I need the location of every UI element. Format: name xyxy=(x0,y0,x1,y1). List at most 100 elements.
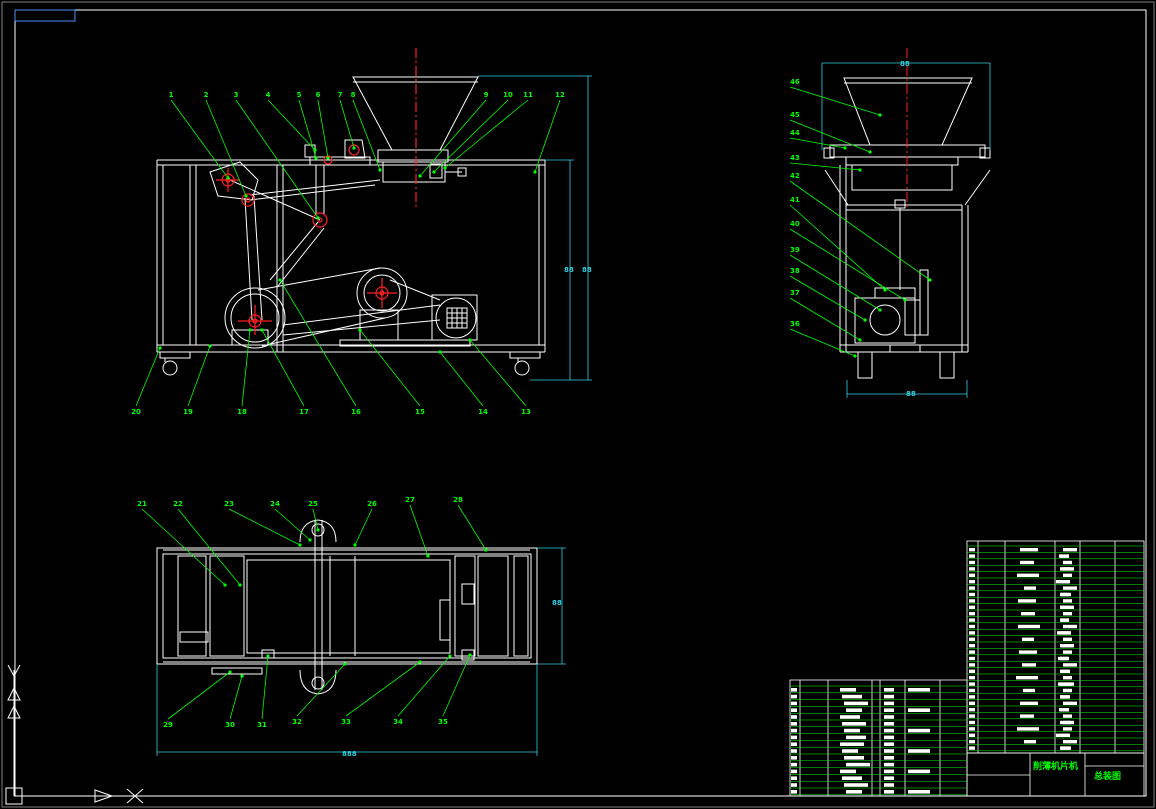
part-label-36: 36 xyxy=(790,320,800,328)
parts-cell-text xyxy=(1060,605,1074,609)
parts-cell-text xyxy=(791,715,797,719)
part-label-15: 15 xyxy=(415,408,425,416)
parts-cell-text xyxy=(791,694,797,699)
leader-line-34 xyxy=(397,655,451,717)
dim-top-height: 88 xyxy=(552,599,562,607)
parts-cell-text xyxy=(791,735,797,740)
leader-line-6 xyxy=(317,99,329,159)
leader-dot-13 xyxy=(468,338,472,342)
part-label-17: 17 xyxy=(299,408,309,416)
leader-line-3 xyxy=(235,99,319,219)
parts-cell-text xyxy=(844,701,868,706)
parts-cell-text xyxy=(884,735,894,740)
parts-list-rows xyxy=(790,545,1144,796)
parts-cell-text xyxy=(1018,599,1036,603)
dim-front-height-inner: 88 xyxy=(564,266,574,274)
leader-dot-20 xyxy=(158,346,162,350)
parts-cell-text xyxy=(969,592,975,597)
parts-cell-text xyxy=(969,656,975,661)
parts-cell-text xyxy=(969,720,975,725)
parts-cell-text xyxy=(791,742,797,746)
parts-cell-text xyxy=(969,624,975,629)
leader-line-21 xyxy=(141,508,226,586)
parts-cell-text xyxy=(969,599,975,603)
parts-cell-text xyxy=(884,749,894,753)
parts-cell-text xyxy=(1063,727,1072,731)
leader-dot-23 xyxy=(298,543,302,547)
parts-cell-text xyxy=(884,728,894,733)
leader-dot-19 xyxy=(208,344,212,348)
parts-cell-text xyxy=(1060,631,1069,635)
parts-cell-text xyxy=(791,722,797,726)
parts-cell-text xyxy=(791,776,797,780)
parts-cell-text xyxy=(908,769,930,774)
leader-dot-2 xyxy=(244,194,248,198)
part-label-5: 5 xyxy=(297,91,302,99)
leader-line-37 xyxy=(789,297,861,341)
parts-cell-text xyxy=(1020,560,1034,565)
leader-line-11 xyxy=(444,99,529,169)
parts-cell-text xyxy=(969,637,975,641)
part-label-8: 8 xyxy=(351,91,356,99)
leader-line-33 xyxy=(345,661,421,717)
parts-cell-text xyxy=(791,708,797,712)
part-label-18: 18 xyxy=(237,408,247,416)
parts-cell-text xyxy=(846,790,862,794)
parts-cell-text xyxy=(1060,580,1069,584)
parts-cell-text xyxy=(1060,618,1069,622)
side-view-dimensions xyxy=(821,62,991,398)
parts-cell-text xyxy=(969,580,975,584)
parts-cell-text xyxy=(842,722,866,726)
leader-line-38 xyxy=(789,275,866,321)
parts-cell-text xyxy=(1063,586,1077,590)
leader-dot-9 xyxy=(418,174,422,178)
parts-cell-text xyxy=(969,554,975,558)
part-label-28: 28 xyxy=(453,496,463,504)
parts-cell-text xyxy=(908,688,930,692)
parts-cell-text xyxy=(884,762,894,767)
parts-cell-text xyxy=(1023,688,1035,693)
leader-line-41 xyxy=(789,204,886,291)
leader-line-17 xyxy=(261,329,305,407)
parts-cell-text xyxy=(840,715,860,719)
part-label-33: 33 xyxy=(341,718,351,726)
parts-cell-text xyxy=(908,790,930,794)
parts-cell-text xyxy=(840,742,864,746)
parts-cell-text xyxy=(1063,701,1077,705)
parts-cell-text xyxy=(844,728,860,733)
parts-cell-text xyxy=(1017,727,1039,731)
part-label-40: 40 xyxy=(790,220,800,228)
parts-cell-text xyxy=(884,688,894,692)
parts-cell-text xyxy=(842,776,862,780)
leader-dot-33 xyxy=(418,660,422,664)
parts-cell-text xyxy=(1019,650,1037,654)
leader-dot-18 xyxy=(248,328,252,332)
top-view xyxy=(156,519,538,695)
leader-line-43 xyxy=(789,162,861,171)
leader-line-39 xyxy=(789,254,881,311)
front-view xyxy=(156,76,546,376)
part-label-11: 11 xyxy=(523,91,533,99)
leader-line-18 xyxy=(241,329,251,407)
parts-cell-text xyxy=(1063,637,1072,641)
parts-cell-text xyxy=(969,695,975,699)
parts-cell-text xyxy=(969,714,975,718)
parts-cell-text xyxy=(1060,656,1069,661)
part-label-3: 3 xyxy=(234,91,239,99)
parts-cell-text xyxy=(969,663,975,667)
leader-dot-32 xyxy=(343,662,347,666)
leader-line-12 xyxy=(534,99,561,173)
parts-cell-text xyxy=(1063,612,1072,616)
parts-cell-text xyxy=(1020,714,1034,718)
parts-cell-text xyxy=(884,694,894,699)
leader-dot-27 xyxy=(426,554,430,558)
part-label-9: 9 xyxy=(484,91,489,99)
parts-cell-text xyxy=(791,783,797,787)
leader-line-27 xyxy=(409,504,429,557)
part-label-14: 14 xyxy=(478,408,488,416)
leader-dot-45 xyxy=(868,150,872,154)
parts-cell-text xyxy=(908,749,930,753)
parts-cell-text xyxy=(791,769,797,774)
